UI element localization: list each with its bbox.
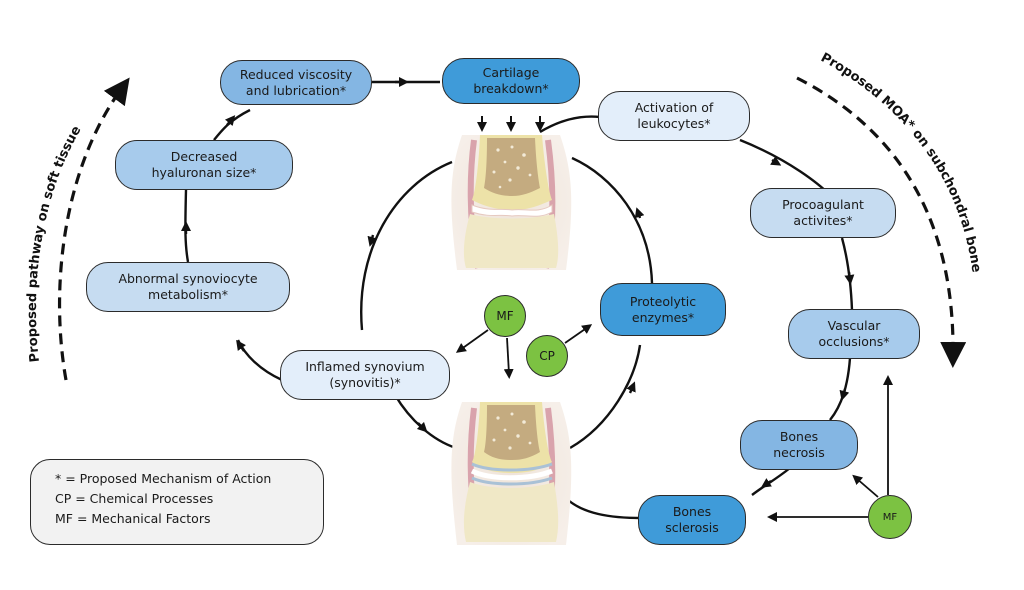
arc-topjoint-to-synovium: [360, 160, 453, 331]
arc-synovium-to-bottomjoint: [393, 394, 457, 450]
node-bones-sclerosis: Bones sclerosis: [638, 495, 746, 545]
node-abnormal-synoviocyte: Abnormal synoviocyte metabolism*: [86, 262, 290, 312]
legend-line-mf: MF = Mechanical Factors: [55, 511, 211, 526]
node-bones-necrosis: Bones necrosis: [740, 420, 858, 470]
legend-box: * = Proposed Mechanism of Action CP = Ch…: [30, 459, 324, 545]
outer-left-cycle: [181, 77, 440, 382]
factor-mf-center: MF: [484, 295, 526, 337]
top-joint-illustration: [451, 135, 572, 270]
node-proteolytic-enzymes: Proteolytic enzymes*: [600, 283, 726, 336]
arc-proteolytic-to-topjoint: [571, 156, 654, 284]
node-activation-leukocytes: Activation of leukocytes*: [598, 91, 750, 141]
cartilage-arrows: [477, 116, 545, 132]
left-pathway-dashed-arrow: [57, 77, 130, 381]
left-pathway-label: Proposed pathway on soft tissue: [25, 123, 85, 363]
node-procoagulant: Procoagulant activites*: [750, 188, 896, 238]
bottom-joint-illustration: [451, 402, 572, 545]
arc-arrow-to-proteolytic: [626, 381, 636, 394]
inner-cycle: [360, 156, 654, 450]
node-decreased-hyaluronan: Decreased hyaluronan size*: [115, 140, 293, 190]
center-factor-arrows: [455, 324, 593, 379]
factor-mf-right: MF: [868, 495, 912, 539]
mf-right-arrows: [767, 375, 893, 522]
outer-right-cycle: [539, 115, 855, 520]
node-inflamed-synovium: Inflamed synovium (synovitis)*: [280, 350, 450, 400]
node-reduced-viscosity: Reduced viscosity and lubrication*: [220, 60, 372, 105]
legend-line-cp: CP = Chemical Processes: [55, 491, 214, 506]
node-vascular-occlusions: Vascular occlusions*: [788, 309, 920, 359]
arc-arrow-up-right: [634, 207, 645, 219]
arc-arrow-into-bottomjoint: [416, 421, 428, 433]
factor-cp-center: CP: [526, 335, 568, 377]
arc-bottomjoint-to-proteolytic: [569, 344, 642, 450]
legend-line-moa: * = Proposed Mechanism of Action: [55, 471, 272, 486]
node-cartilage-breakdown: Cartilage breakdown*: [442, 58, 580, 104]
arc-synovium-mid-arrow: [367, 234, 378, 247]
right-pathway-dashed-arrow: [796, 76, 967, 368]
